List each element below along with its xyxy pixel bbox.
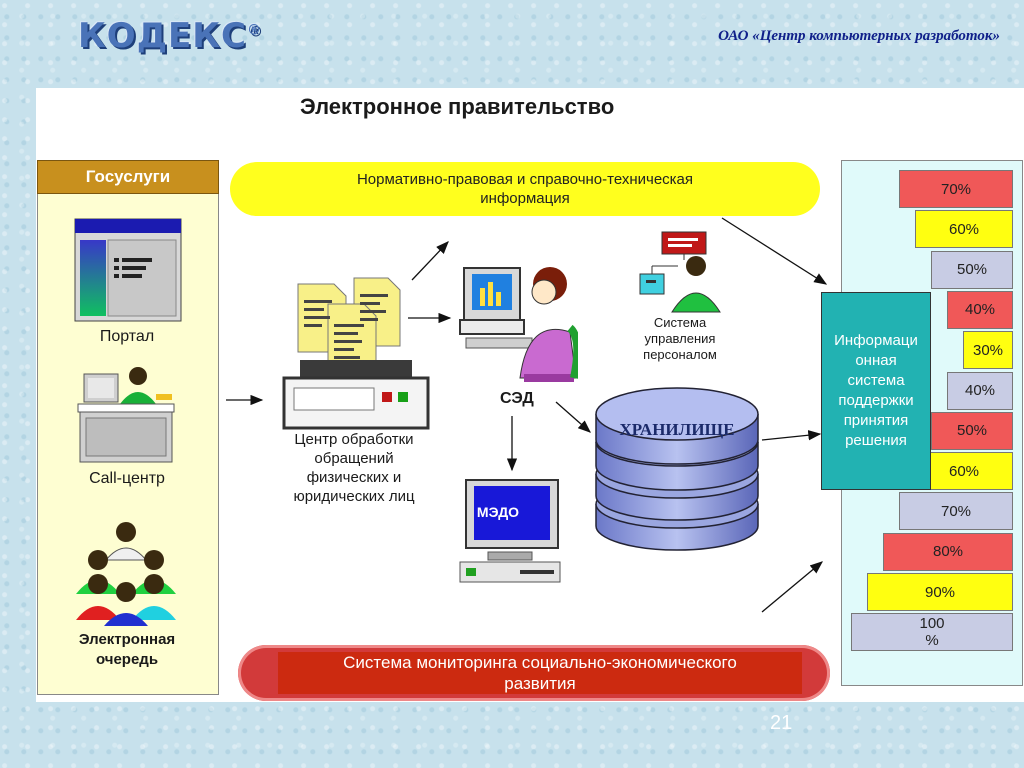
slide-title: Электронное правительство [300, 94, 615, 119]
hr-system-icon [639, 231, 721, 313]
medo-label: МЭДО [476, 504, 520, 520]
arrow-monitoring-to-decision [761, 561, 823, 613]
indicator-bar: 70% [899, 170, 1013, 208]
arrow-sed-to-storage [555, 401, 591, 433]
sed-label: СЭД [500, 390, 534, 407]
kodeks-logo: КОДЕКС® [78, 16, 262, 56]
indicator-bar: 60% [915, 210, 1013, 249]
indicator-bar: 60% [915, 452, 1013, 491]
people-queue-icon [76, 522, 176, 626]
indicator-bar: 80% [883, 532, 1013, 571]
indicator-bar: 100% [851, 613, 1013, 652]
indicator-bar: 50% [931, 411, 1013, 450]
arrow-normative-to-decision [721, 217, 828, 285]
sed-operator-icon [459, 267, 578, 382]
arrow-storage-to-decision [761, 430, 822, 441]
medo-computer-icon [459, 479, 561, 583]
portal-window-icon [74, 218, 182, 322]
storage-label: ХРАНИЛИЩЕ [619, 420, 735, 439]
indicator-bar: 30% [963, 331, 1013, 370]
company-name: ОАО «Центр компьютерных разработок» [718, 28, 1000, 44]
storage-database-icon [595, 387, 759, 551]
monitoring-label: Система мониторинга социально-экономичес… [278, 652, 802, 694]
normative-info-banner: Нормативно-правовая и справочно-техничес… [230, 162, 820, 216]
slide-number: 21 [770, 712, 793, 734]
call-center-label: Call-центр [89, 470, 165, 487]
indicator-bar: 90% [867, 573, 1013, 611]
portal-label: Портал [99, 328, 155, 345]
document-processing-icon [282, 277, 430, 430]
indicator-bar: 50% [931, 250, 1013, 289]
indicator-bar: 70% [899, 492, 1013, 531]
arrow-processing-to-normative [411, 241, 449, 281]
gosuslugi-heading: Госуслуги [37, 160, 219, 194]
indicator-bar: 40% [947, 371, 1013, 410]
call-center-icon [77, 367, 175, 463]
indicator-bar: 40% [947, 290, 1013, 329]
